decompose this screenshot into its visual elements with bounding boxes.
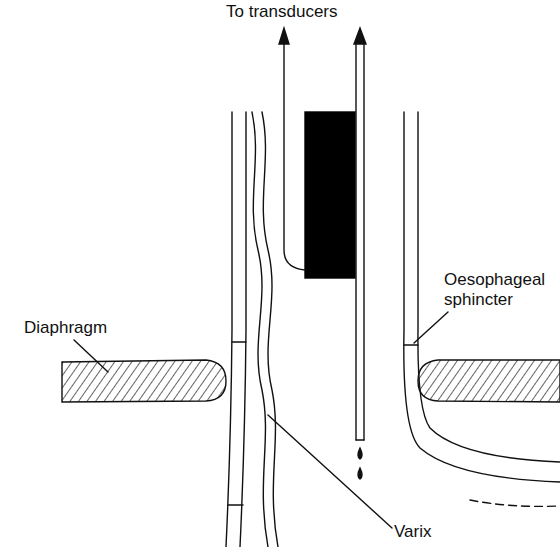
catheter (363, 42, 364, 440)
diaphragm-left (62, 360, 226, 402)
part-label: Diaphragm (24, 318, 134, 338)
leader-line (268, 415, 392, 528)
part-label: Varix (394, 522, 474, 542)
catheter (284, 42, 305, 270)
arrowhead (279, 28, 289, 44)
varix (252, 112, 268, 547)
sphincter-mark (232, 341, 246, 342)
sphincter-mark (228, 504, 243, 505)
catheter (355, 42, 356, 440)
catheter-tip (356, 439, 364, 440)
arrowhead (354, 28, 366, 44)
oesophagus-wall (240, 112, 246, 547)
leader-line (74, 340, 108, 372)
diaphragm-right (418, 360, 560, 402)
stomach-wall (470, 500, 560, 506)
balloon-probe (305, 112, 355, 278)
leader-line (414, 312, 448, 343)
flow-label: To transducers (226, 2, 406, 22)
sphincter-mark (404, 344, 418, 345)
drop (358, 448, 362, 459)
oesophagus-wall (418, 112, 560, 462)
drop (358, 468, 362, 479)
part-label: Oesophageal sphincter (444, 270, 556, 309)
varix (262, 112, 278, 547)
oesophagus-wall (404, 112, 560, 482)
oesophagus-wall (226, 112, 232, 547)
